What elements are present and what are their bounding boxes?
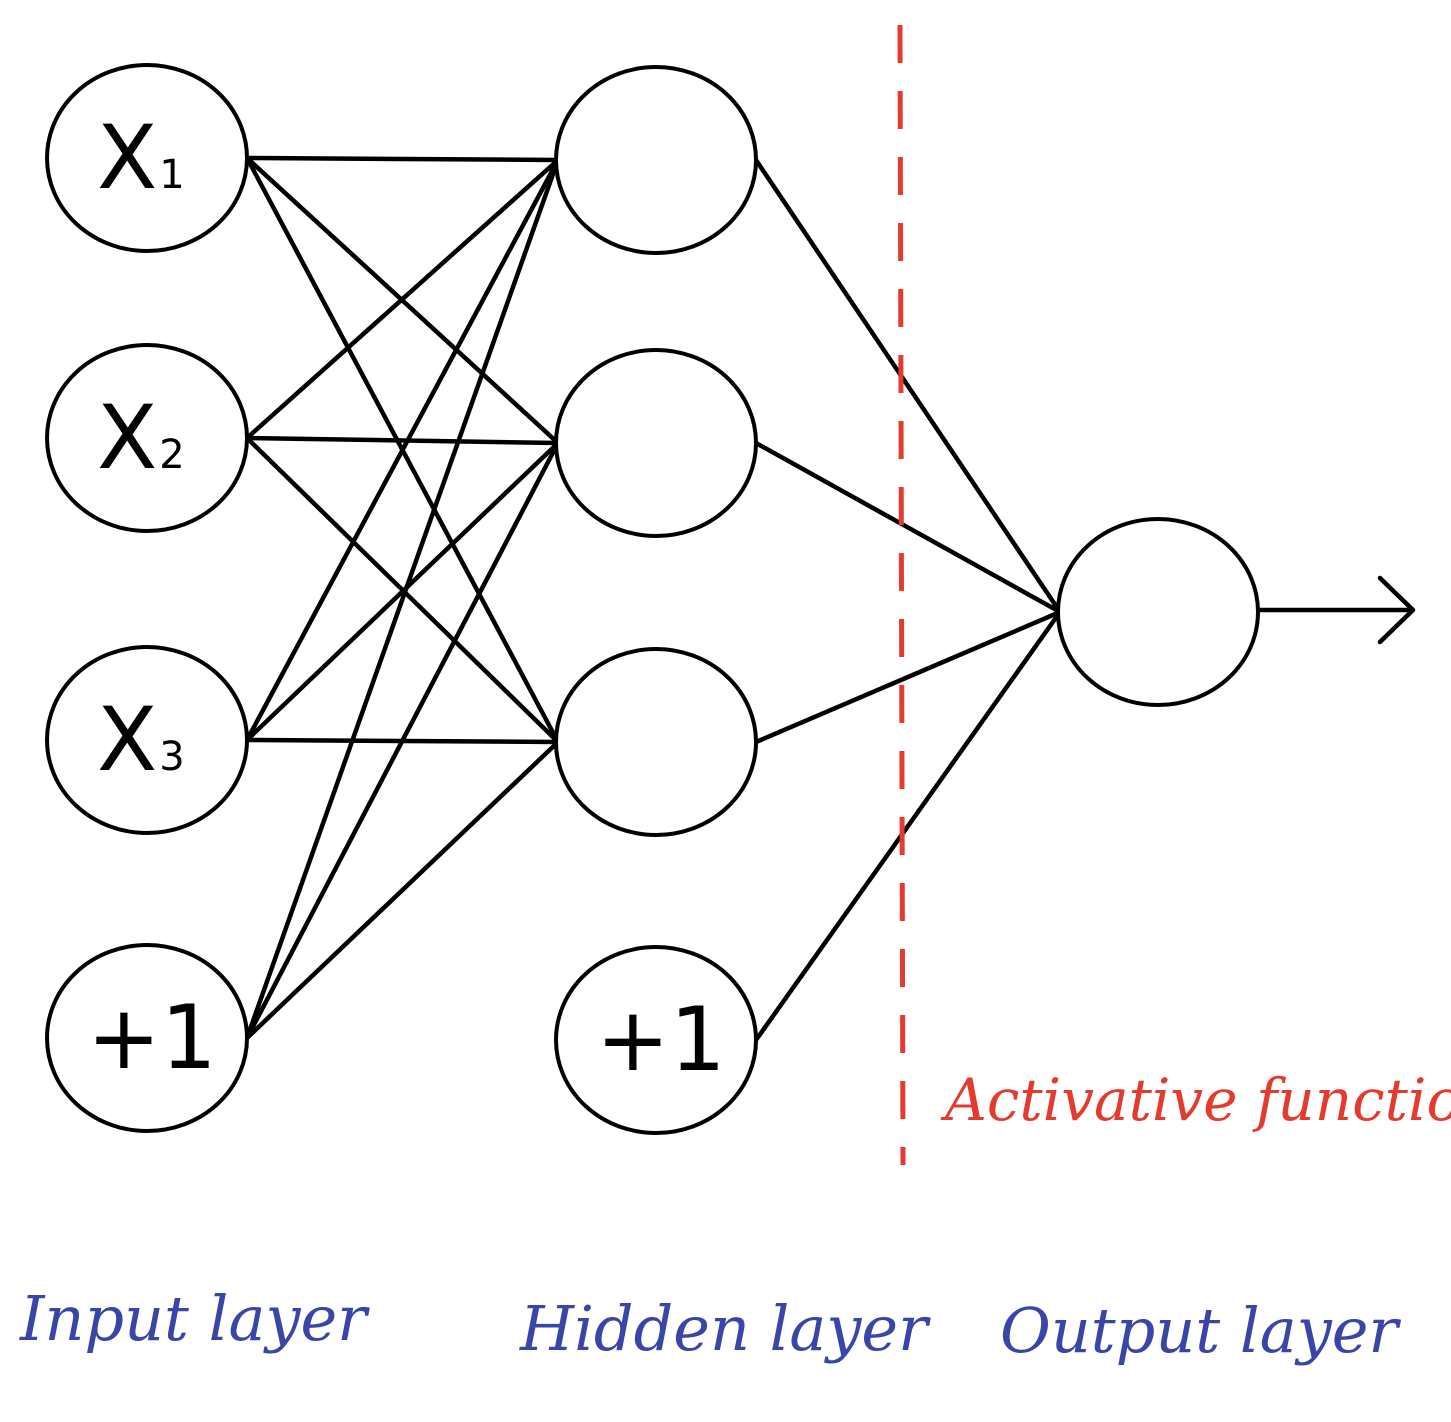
node-circle: [45, 343, 249, 533]
input-layer-label: Input layer: [19, 1282, 370, 1355]
node-circle: [554, 348, 758, 538]
connection-edges: [244, 155, 1063, 1043]
hidden-node-h1: [554, 65, 758, 255]
node-circle: [554, 647, 758, 837]
edge-x3-h1: [244, 157, 561, 743]
edge-b2-o1: [753, 609, 1063, 1043]
node-circle: [45, 63, 249, 253]
activation-function-label: Activative function: [940, 1066, 1451, 1134]
edge-h2-o1: [753, 440, 1063, 615]
node-label-x1: X1: [97, 106, 185, 209]
edge-b1-h3: [244, 739, 561, 1041]
node-circle: [1056, 517, 1260, 707]
input-node-x2: X2: [45, 343, 249, 533]
hidden-node-h3: [554, 647, 758, 837]
node-label-b1: +1: [87, 986, 217, 1089]
edge-b1-h1: [244, 157, 561, 1041]
node-circle: [554, 945, 758, 1135]
edge-x3-h2: [244, 440, 561, 743]
node-label-b2: +1: [596, 988, 726, 1091]
node-circle: [45, 943, 249, 1133]
hidden-layer-label: Hidden layer: [519, 1292, 931, 1365]
edge-x2-h2: [244, 435, 561, 446]
hidden-node-h2: [554, 348, 758, 538]
node-circle: [45, 645, 249, 835]
input-node-x3: X3: [45, 645, 249, 835]
hidden-node-b2: +1: [554, 945, 758, 1135]
edge-x1-h1: [244, 155, 561, 163]
edge-h3-o1: [753, 609, 1063, 745]
node-label-x2: X2: [97, 386, 185, 489]
output-node-o1: [1056, 517, 1260, 707]
edge-b1-h2: [244, 440, 561, 1041]
edge-h1-o1: [753, 157, 1063, 615]
input-node-x1: X1: [45, 63, 249, 253]
node-label-x3: X3: [97, 688, 185, 791]
node-circle: [554, 65, 758, 255]
activation-divider-line: [897, 24, 906, 1166]
output-arrow: [1257, 575, 1416, 645]
output-layer-label: Output layer: [1000, 1294, 1401, 1367]
input-node-b1: +1: [45, 943, 249, 1133]
edge-x2-h1: [244, 157, 561, 441]
